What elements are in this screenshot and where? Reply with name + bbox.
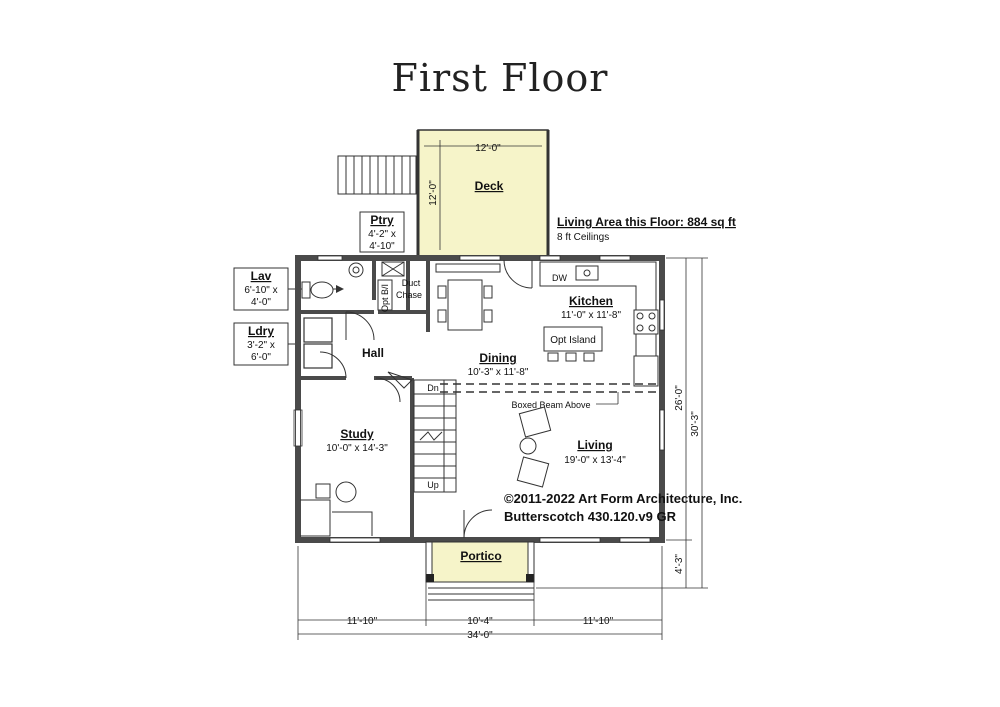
deck: 12'-0" 12'-0" Deck [416,129,550,257]
study-label: Study [340,427,374,441]
lav-dim-1: 6'-10" x [244,285,277,296]
duct-label-2: Chase [396,290,422,300]
stairs-up-label: Up [427,480,439,490]
dining-label: Dining [479,351,516,365]
dim-right-portico: 4'-3" [674,554,685,574]
lav-label: Lav [251,269,272,283]
dishwasher-label: DW [552,273,567,283]
lav-callout: Lav 6'-10" x 4'-0" [233,267,344,311]
copyright-line-1: ©2011-2022 Art Form Architecture, Inc. [504,491,742,506]
dim-right-main: 26'-0" [674,385,685,411]
study-dim: 10'-0" x 14'-3" [326,443,388,454]
pantry-label: Ptry [370,213,394,227]
dining-dim: 10'-3" x 11'-8" [468,367,529,378]
laundry-dim-2: 6'-0" [251,352,271,363]
windows [296,256,664,542]
kitchen-dim: 11'-0" x 11'-8" [561,310,621,321]
copyright-line-2: Butterscotch 430.120.v9 GR [504,509,677,524]
living-chairs [516,406,552,488]
dim-bottom-total: 34'-0" [467,630,493,641]
dim-bottom-left: 11'-10" [347,616,378,627]
dining-table [435,263,501,331]
dim-bottom-right: 11'-10" [583,616,614,627]
pantry-dim-1: 4'-2" x [368,229,396,240]
door-swings [319,259,533,539]
hall-label: Hall [362,346,384,360]
dim-right-total: 30'-3" [690,411,701,437]
laundry-appliances [303,317,333,369]
opt-bi-label: Opt B/I [380,284,390,312]
duct-label-1: Duct [402,278,421,288]
window-frames [293,255,665,543]
opt-island-label: Opt Island [550,335,596,346]
pantry-callout: Ptry 4'-2" x 4'-10" [359,211,405,253]
back-stairs [337,155,417,195]
living-label: Living [577,438,612,452]
stairs-down-label: Dn [427,383,439,393]
right-dimension-lines [536,257,708,589]
lav-dim-2: 4'-0" [251,297,271,308]
lav-fixtures [301,262,364,299]
deck-depth-dim: 12'-0" [428,180,439,206]
interior-walls [300,260,430,538]
boxed-beam-label: Boxed Beam Above [511,400,590,410]
boxed-beam [440,383,660,393]
living-dim: 19'-0" x 13'-4" [564,455,626,466]
kitchen-label: Kitchen [569,294,613,308]
dim-bottom-mid: 10'-4" [467,616,493,627]
ceiling-height-info: 8 ft Ceilings [557,232,609,243]
study-desk [300,481,373,537]
duct-chase [377,261,405,311]
pantry-dim-2: 4'-10" [369,241,395,252]
deck-label: Deck [475,179,504,193]
main-stairs [413,379,457,493]
kitchen-counters [539,261,659,387]
laundry-label: Ldry [248,324,274,338]
portico [425,541,535,601]
living-area-info: Living Area this Floor: 884 sq ft [557,215,736,229]
portico-label: Portico [460,549,501,563]
laundry-dim-1: 3'-2" x [247,340,275,351]
page-title: First Floor [391,56,609,100]
bottom-dimension-lines [297,546,663,640]
laundry-callout: Ldry 3'-2" x 6'-0" [233,322,300,366]
deck-width-dim: 12'-0" [475,143,501,154]
